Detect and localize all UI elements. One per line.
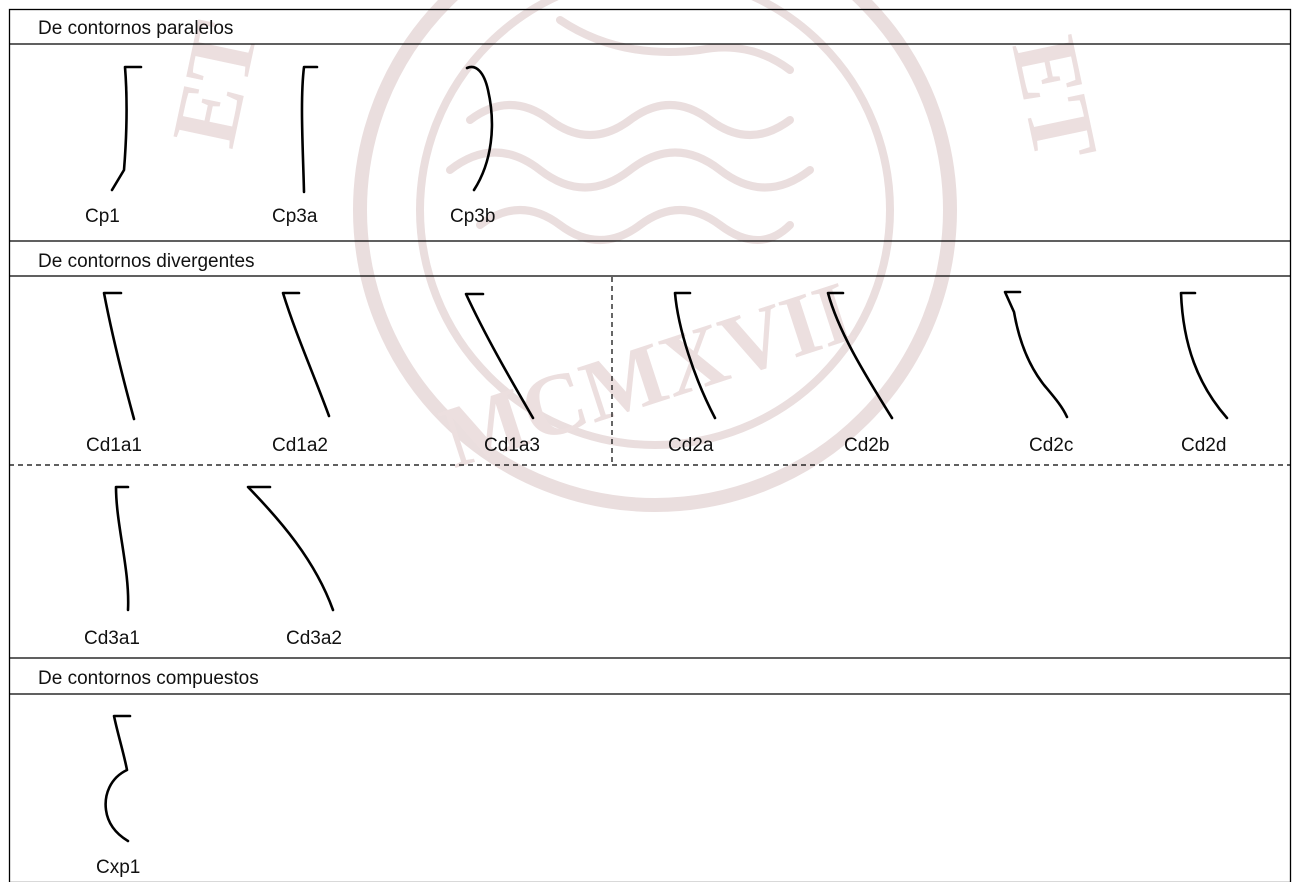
label-cd2a: Cd2a: [668, 435, 714, 456]
profile-cd2a: [673, 291, 717, 420]
label-cd1a3: Cd1a3: [484, 435, 540, 456]
label-cp1: Cp1: [85, 206, 120, 227]
label-cp3b: Cp3b: [450, 206, 495, 227]
seal-wave-1: [466, 101, 794, 139]
label-cd2b: Cd2b: [844, 435, 889, 456]
label-cd3a1: Cd3a1: [84, 628, 140, 649]
seal-outer-ring: [353, 0, 957, 512]
label-cp3a: Cp3a: [272, 206, 318, 227]
profile-cd1a2: [281, 291, 331, 418]
profile-cp3a: [300, 65, 319, 194]
label-cd2c: Cd2c: [1029, 435, 1073, 456]
label-cd3a2: Cd3a2: [286, 628, 342, 649]
section-title-parallel: De contornos paralelos: [38, 18, 233, 39]
profile-cd2b: [826, 291, 894, 420]
seal-wave-3: [476, 206, 794, 244]
profile-cp3b: [465, 65, 494, 192]
label-cd1a2: Cd1a2: [272, 435, 328, 456]
table-frame: [8, 8, 1292, 882]
profile-cd1a1: [102, 291, 136, 421]
profile-cxp1: [104, 714, 132, 843]
profile-cd3a1: [114, 485, 130, 612]
section-title-composite: De contornos compuestos: [38, 668, 259, 689]
profile-cp1: [110, 65, 143, 192]
seal-left-text: ET: [152, 13, 277, 154]
seal-ship: [556, 16, 794, 74]
label-cd2d: Cd2d: [1181, 435, 1226, 456]
label-cd1a1: Cd1a1: [86, 435, 142, 456]
label-cxp1: Cxp1: [96, 857, 140, 878]
seal-inner-ring: [416, 0, 894, 449]
profile-cd3a2: [246, 485, 335, 612]
seal-wave-2: [446, 148, 814, 192]
section-title-divergent: De contornos divergentes: [38, 251, 255, 272]
profile-cd2d: [1179, 291, 1229, 420]
profile-cd2c: [1003, 290, 1069, 419]
profile-cd1a3: [464, 292, 535, 420]
seal-right-text: ET: [993, 28, 1118, 169]
